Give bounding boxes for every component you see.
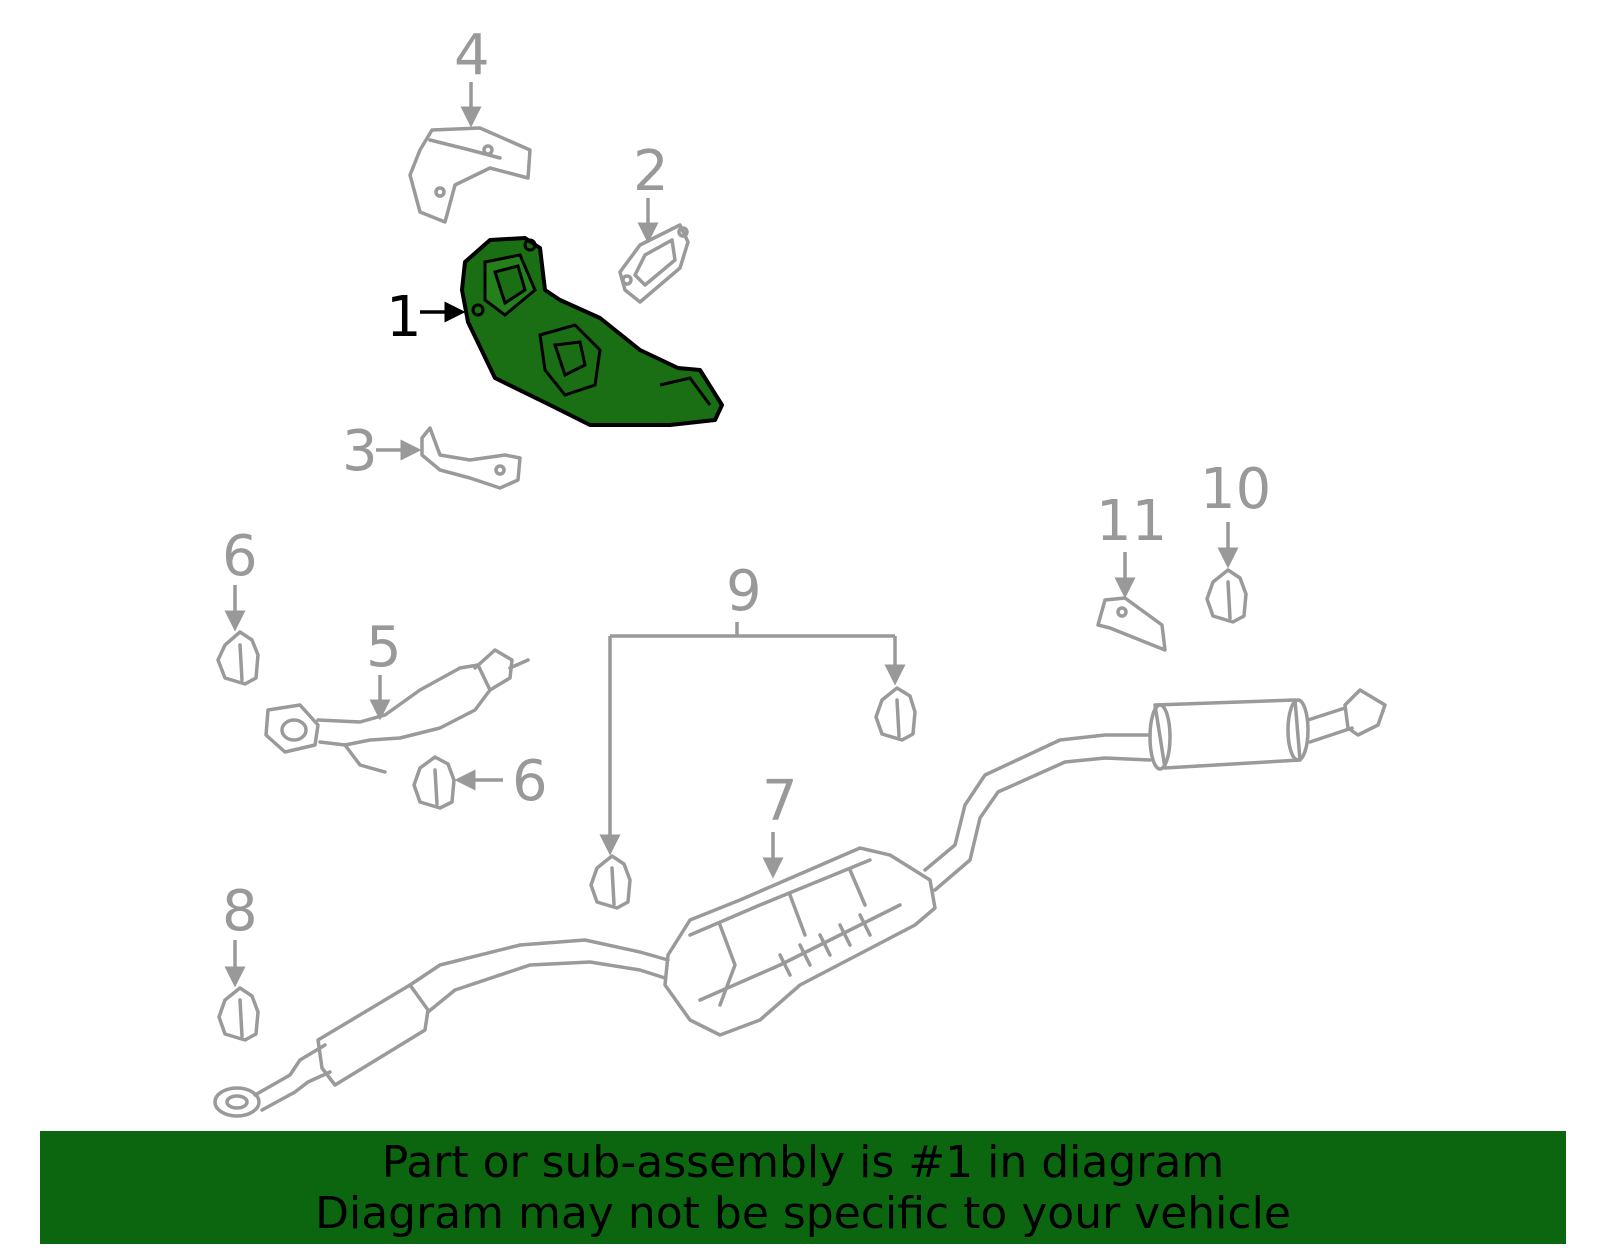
callout-10: 10 [1200,457,1271,522]
part-6-hanger-upper [216,630,260,686]
callout-3: 3 [342,419,378,484]
part-2-gasket [618,223,690,304]
callout-11: 11 [1096,489,1167,554]
part-info-banner: Part or sub-assembly is #1 in diagram Di… [40,1131,1566,1244]
callout-5: 5 [366,615,402,680]
callout-8: 8 [222,879,258,944]
callout-2: 2 [633,139,669,204]
part-8-hanger [217,986,260,1042]
callout-6-lower: 6 [512,749,548,814]
callout-9: 9 [726,559,762,624]
banner-line-2: Diagram may not be specific to your vehi… [315,1188,1291,1239]
part-3-bracket [420,426,522,490]
part-7-muffler-assembly [213,688,1387,1118]
banner-line-1: Part or sub-assembly is #1 in diagram [381,1137,1225,1188]
callout-7: 7 [762,769,798,834]
callout-4: 4 [454,23,490,88]
part-1-exhaust-manifold [460,236,724,427]
part-10-hanger [1205,568,1248,624]
part-9-hanger-left [589,854,632,910]
part-4-heat-shield [408,126,532,224]
part-9-hanger-right [874,686,917,742]
callout-6-upper: 6 [222,524,258,589]
part-11-bracket [1096,596,1167,652]
callout-1: 1 [386,285,422,350]
part-6-hanger-lower [412,755,456,810]
part-5-front-pipe [264,648,530,774]
